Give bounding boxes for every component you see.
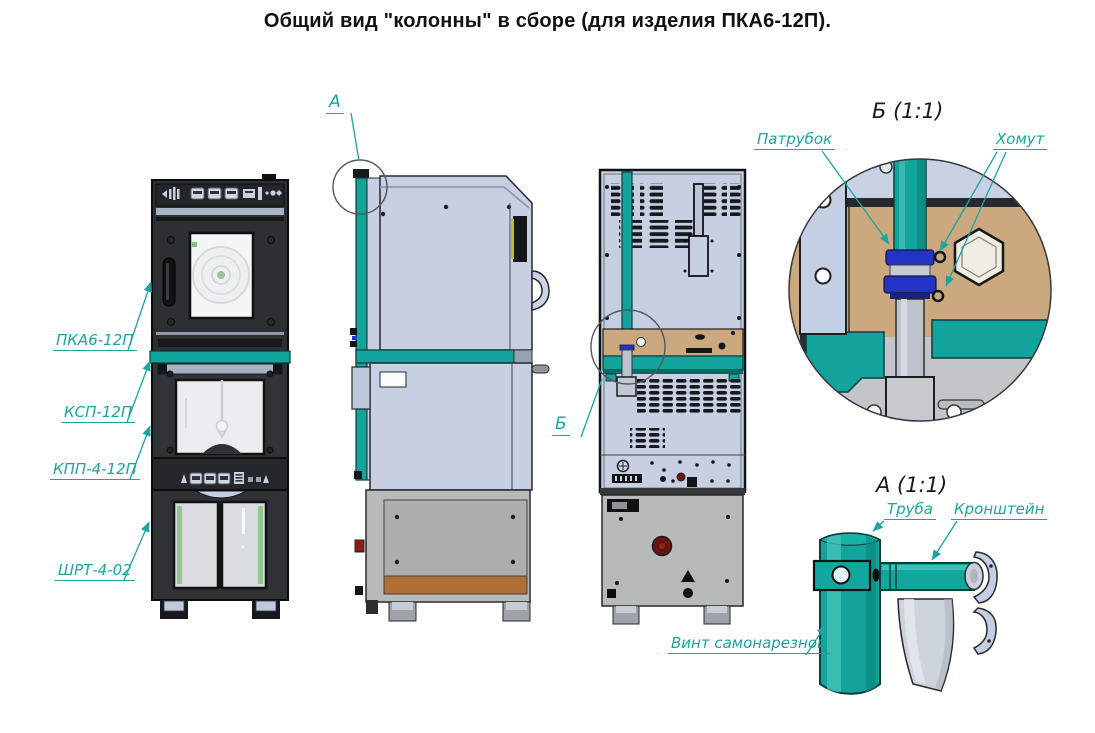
oven-control-panel bbox=[155, 183, 285, 207]
callout-circles bbox=[332, 159, 666, 385]
detail-b-view bbox=[789, 159, 1051, 421]
back-teal-band bbox=[602, 355, 744, 382]
back-pipe-fitting bbox=[616, 344, 637, 397]
detail-b-callout-circle bbox=[590, 309, 666, 385]
front-teal-band bbox=[149, 350, 291, 364]
side-body-upper bbox=[379, 175, 533, 351]
rating-plate bbox=[379, 371, 407, 388]
label-ksp-12p: КСП-12П bbox=[61, 404, 136, 423]
leader-kronshtein bbox=[931, 520, 958, 561]
drawing-title: Общий вид "колонны" в сборе (для изделия… bbox=[263, 10, 832, 32]
back-connection-area bbox=[612, 459, 731, 487]
leader-vint bbox=[805, 624, 827, 656]
door-seal-strip bbox=[511, 219, 514, 259]
side-base bbox=[365, 489, 531, 614]
side-vent-pipe bbox=[355, 177, 368, 481]
side-view bbox=[350, 169, 550, 622]
back-small-louvers bbox=[630, 428, 646, 448]
ground-mark bbox=[683, 588, 693, 598]
side-door-handle bbox=[531, 270, 550, 311]
detail-a-title: А (1:1) bbox=[876, 473, 948, 497]
oven-light-band bbox=[156, 208, 284, 215]
back-divider bbox=[600, 488, 745, 495]
label-patrubok: Патрубок bbox=[754, 131, 836, 150]
proofer-window bbox=[174, 378, 266, 456]
label-kronshtein: Кронштейн bbox=[951, 501, 1048, 520]
detail-a-callout-circle bbox=[332, 159, 388, 215]
base-brown-strip bbox=[383, 575, 528, 595]
callout-b-letter: Б bbox=[552, 415, 570, 436]
detail-b-title: Б (1:1) bbox=[872, 99, 944, 123]
oven-window bbox=[188, 231, 255, 320]
leader-shrt bbox=[123, 521, 150, 581]
detail-a-screw-plate bbox=[812, 559, 880, 592]
detail-a-lower-panel bbox=[897, 598, 955, 692]
leader-callout-a bbox=[350, 112, 360, 162]
detail-b-teal-right bbox=[931, 319, 1051, 359]
oven-vent-strip bbox=[158, 339, 282, 347]
detail-b-lower-pipe bbox=[885, 298, 935, 421]
side-band-end bbox=[513, 349, 533, 364]
leader-callout-b bbox=[580, 378, 603, 438]
door-hinge-block bbox=[513, 216, 527, 262]
back-base bbox=[601, 494, 744, 607]
oven-bottom-line bbox=[156, 332, 284, 335]
warning-triangle bbox=[681, 570, 695, 582]
cabinet-doors bbox=[172, 500, 268, 590]
detail-a-view bbox=[812, 532, 998, 695]
leader-ksp bbox=[126, 360, 151, 423]
label-kpp-4-12p: КПП-4-12П bbox=[50, 461, 140, 480]
leader-kpp bbox=[129, 425, 151, 480]
detail-a-wall-hooks bbox=[972, 551, 998, 655]
label-shrt-4-02: ШРТ-4-02 bbox=[55, 562, 135, 581]
side-knob bbox=[531, 364, 550, 374]
detail-b-pipe bbox=[893, 159, 927, 253]
detail-b-side-plate bbox=[799, 175, 847, 335]
label-khomut: Хомут bbox=[993, 131, 1048, 150]
proofer-control-panel bbox=[151, 457, 289, 491]
side-red-valve bbox=[354, 539, 365, 553]
front-feet bbox=[160, 600, 280, 619]
oven-top-tab bbox=[262, 174, 276, 181]
side-top-seam bbox=[380, 186, 530, 209]
leader-lines bbox=[123, 112, 1007, 656]
side-teal-band bbox=[355, 349, 515, 364]
back-bracket bbox=[683, 183, 714, 277]
back-feet bbox=[612, 605, 731, 625]
pipe-clip bbox=[350, 341, 357, 347]
oven-screws bbox=[167, 236, 275, 326]
side-junction-box bbox=[351, 366, 371, 410]
detail-a-pipe bbox=[818, 532, 882, 695]
front-view bbox=[149, 174, 291, 619]
side-pipe-cap bbox=[353, 169, 369, 178]
leader-patrubok bbox=[821, 150, 890, 245]
screw-hole bbox=[831, 565, 851, 585]
pipe-clip bbox=[350, 328, 357, 335]
label-vint: Винт самонарезной bbox=[668, 635, 830, 654]
side-feet bbox=[388, 601, 531, 622]
leader-truba bbox=[872, 520, 885, 532]
detail-b-boundary bbox=[788, 158, 1052, 422]
leader-pka bbox=[127, 281, 152, 351]
detail-b-clamps bbox=[883, 249, 947, 303]
oven-door-handle bbox=[162, 257, 176, 307]
side-fitting bbox=[355, 586, 363, 595]
oven-groove bbox=[156, 217, 284, 221]
detail-a-bracket-arm bbox=[879, 561, 984, 591]
back-small-louvers bbox=[649, 428, 665, 448]
proofer-screws bbox=[166, 370, 274, 454]
leader-khomut-2 bbox=[945, 151, 1007, 287]
leader-khomut-1 bbox=[939, 151, 998, 252]
label-truba: Труба bbox=[884, 501, 937, 520]
proofer-silver-bar bbox=[157, 363, 283, 375]
back-vent-pipe bbox=[621, 171, 633, 349]
detail-b-hex-nut bbox=[953, 227, 1005, 287]
label-pka6-12p: ПКА6-12П bbox=[53, 332, 137, 351]
back-view bbox=[598, 168, 747, 625]
back-louver-field bbox=[637, 378, 743, 414]
side-fitting bbox=[354, 471, 362, 479]
pipe-clamp-mark bbox=[352, 336, 357, 340]
callout-a-letter: А bbox=[326, 93, 344, 114]
